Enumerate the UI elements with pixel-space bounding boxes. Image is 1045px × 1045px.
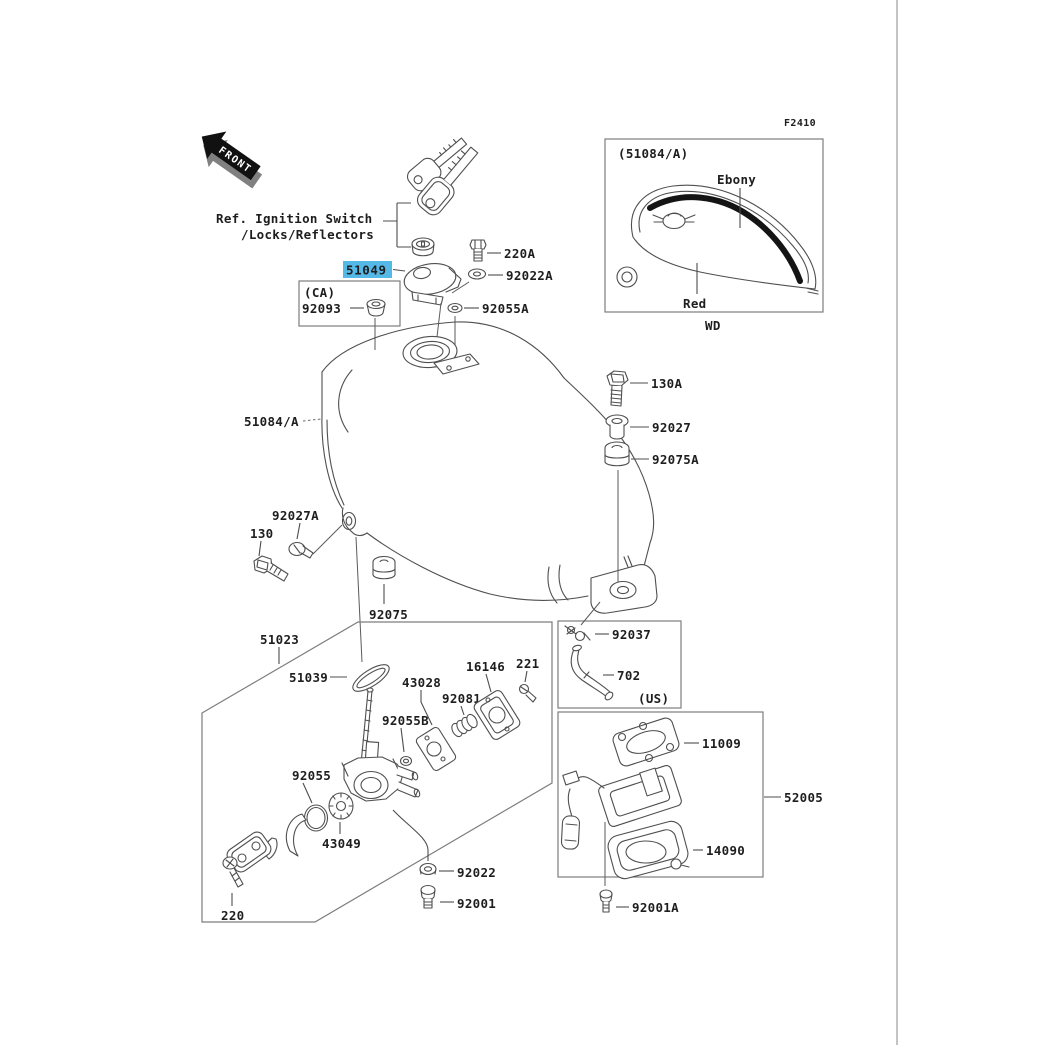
oring-92055-illustration <box>303 804 329 832</box>
ref-note-bracket <box>383 202 411 248</box>
hose-702-illustration <box>570 644 614 701</box>
screw-220-illustration <box>222 856 244 888</box>
lock-cylinder-illustration <box>411 237 435 257</box>
part-label-43028[interactable]: 43028 <box>402 675 441 690</box>
spring-92081-illustration <box>451 713 478 738</box>
leader-130 <box>258 540 262 557</box>
ignition-keys-illustration <box>406 137 479 216</box>
inset-caption-wd: WD <box>705 318 721 333</box>
leader-92081 <box>460 705 465 716</box>
bolt-130a-illustration <box>606 370 629 407</box>
seal-ring-51039-illustration <box>352 664 390 692</box>
part-label-92093[interactable]: 92093 <box>302 301 341 316</box>
bolt-220a-illustration <box>469 239 487 262</box>
color-variant-inset: (51084/A) Ebony Red <box>604 138 824 313</box>
part-label-92055b[interactable]: 92055B <box>382 713 429 728</box>
damper-92075a-illustration <box>604 441 630 467</box>
part-label-92022[interactable]: 92022 <box>457 865 496 880</box>
nut-92093-illustration <box>366 298 386 317</box>
us-region-box <box>557 620 682 709</box>
oring-92055a-illustration <box>447 302 463 314</box>
part-label-220[interactable]: 220 <box>221 908 244 923</box>
line-washer-to-cap <box>451 281 470 294</box>
ref-note-line2: /Locks/Reflectors <box>241 227 374 242</box>
part-label-16146[interactable]: 16146 <box>466 659 505 674</box>
selected-part-highlight <box>343 261 392 278</box>
part-label-702[interactable]: 702 <box>617 668 640 683</box>
fuel-tank-illustration <box>321 321 658 614</box>
inset-title: (51084/A) <box>618 146 688 161</box>
leader-43028 <box>420 690 433 726</box>
petcock-section-border <box>201 621 553 923</box>
part-label-51023[interactable]: 51023 <box>260 632 299 647</box>
part-label-43049[interactable]: 43049 <box>322 836 361 851</box>
part-label-92081[interactable]: 92081 <box>442 691 481 706</box>
nut-92022-illustration <box>419 862 437 876</box>
fuel-gauge-box <box>557 711 764 878</box>
petcock-lever-illustration <box>264 813 307 860</box>
figure-code: F2410 <box>784 118 816 129</box>
leader-16146 <box>485 673 492 693</box>
part-label-92055[interactable]: 92055 <box>292 768 331 783</box>
leader-221 <box>524 670 528 683</box>
part-label-14090[interactable]: 14090 <box>706 843 745 858</box>
part-label-51084a[interactable]: 51084/A <box>244 414 299 429</box>
line-petcock-to-92022 <box>392 809 429 861</box>
region-label-ca: (CA) <box>304 285 335 300</box>
part-label-52005[interactable]: 52005 <box>784 790 823 805</box>
line-tab-to-petcock <box>355 536 363 663</box>
screw-92027a-illustration <box>288 541 314 559</box>
cup-14090-illustration <box>607 820 690 880</box>
region-label-us: (US) <box>638 691 669 706</box>
part-label-92055a[interactable]: 92055A <box>482 301 529 316</box>
star-washer-43049-illustration <box>328 792 354 820</box>
diaphragm-43028-illustration <box>415 726 457 772</box>
bolt-130-illustration <box>253 555 289 582</box>
leader-92027a <box>296 522 301 540</box>
inset-label-ebony: Ebony <box>717 172 756 187</box>
petcock-rod-illustration <box>360 687 380 765</box>
part-label-92022a[interactable]: 92022A <box>506 268 553 283</box>
gasket-11009-illustration <box>612 717 680 767</box>
part-label-92001a[interactable]: 92001A <box>632 900 679 915</box>
part-label-130a[interactable]: 130A <box>651 376 682 391</box>
collar-92027-illustration <box>605 414 629 440</box>
part-label-221[interactable]: 221 <box>516 656 539 671</box>
grommet-92075-illustration <box>372 555 396 580</box>
line-92027a-to-tab <box>312 524 343 555</box>
leader-92055b <box>400 727 405 753</box>
part-label-92001[interactable]: 92001 <box>457 896 496 911</box>
leader-51084a <box>302 418 322 422</box>
part-label-51049-selected[interactable]: 51049 <box>346 263 387 278</box>
clamp-92037-illustration <box>564 625 591 642</box>
leader-92055 <box>302 782 313 804</box>
part-label-92075[interactable]: 92075 <box>369 607 408 622</box>
washer-92022a-illustration <box>467 268 487 280</box>
part-label-92027[interactable]: 92027 <box>652 420 691 435</box>
part-label-92037[interactable]: 92037 <box>612 627 651 642</box>
part-label-51039[interactable]: 51039 <box>289 670 328 685</box>
part-label-92027a[interactable]: 92027A <box>272 508 319 523</box>
front-direction-arrow: FRONT <box>201 131 263 189</box>
ca-region-box: (CA) 92093 <box>298 280 401 327</box>
ref-note-line1: Ref. Ignition Switch <box>216 211 373 226</box>
line-bracket-to-92037 <box>580 601 601 626</box>
screw-92001a-illustration <box>599 889 613 913</box>
line-cap-to-neck <box>436 302 442 338</box>
inset-label-red: Red <box>683 296 706 311</box>
part-label-92075a[interactable]: 92075A <box>652 452 699 467</box>
part-label-11009[interactable]: 11009 <box>702 736 741 751</box>
cover-16146-illustration <box>473 690 521 740</box>
screw-221-illustration <box>518 683 537 703</box>
part-label-220a[interactable]: 220A <box>504 246 535 261</box>
part-label-130[interactable]: 130 <box>250 526 273 541</box>
fuel-cap-51049-illustration <box>403 263 462 306</box>
fuel-sender-illustration <box>560 765 682 850</box>
bolt-92001-illustration <box>420 884 436 909</box>
tank-side-view-illustration <box>616 184 819 295</box>
oring-92055b-illustration <box>399 755 413 767</box>
petcock-body-illustration <box>341 756 421 802</box>
leader-51049 <box>392 268 406 272</box>
